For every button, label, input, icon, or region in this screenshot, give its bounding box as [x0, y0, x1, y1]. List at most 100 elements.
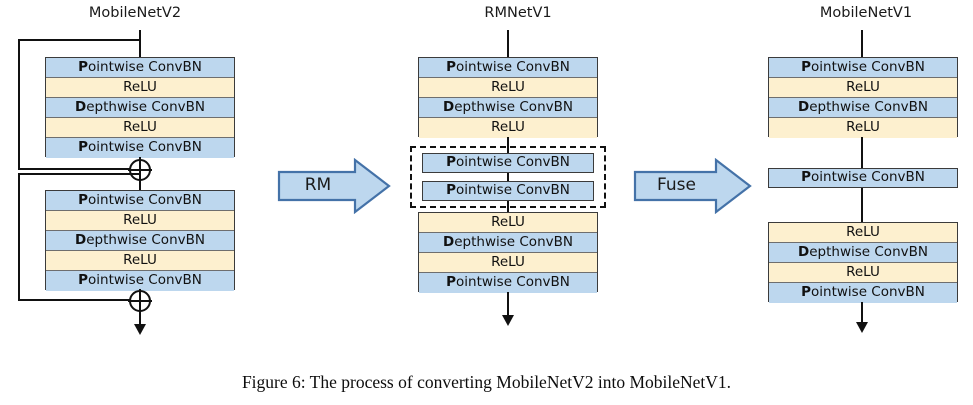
rm-line-hl-to-bottom — [507, 201, 510, 213]
layer-row: ReLU — [46, 118, 234, 138]
layer-initial: D — [443, 234, 455, 250]
rm-line-top-to-hl — [507, 137, 510, 153]
layer-label: ReLU — [123, 252, 157, 268]
layer-row: ReLU — [46, 78, 234, 98]
layer-row: ReLU — [419, 78, 597, 98]
block-stack-v1-bottom: ReLU Depthwise ConvBN ReLU Pointwise Con… — [768, 222, 958, 303]
layer-initial: D — [75, 99, 87, 115]
residual-add-icon-1 — [128, 158, 152, 182]
layer-initial: D — [798, 99, 810, 115]
layer-initial: P — [801, 59, 812, 75]
layer-label: ReLU — [491, 254, 525, 270]
layer-initial: P — [78, 139, 89, 155]
column-title-mobilenetv2: MobileNetV2 — [88, 5, 182, 21]
layer-label: epthwise ConvBN — [809, 244, 928, 260]
layer-row: Pointwise ConvBN — [46, 58, 234, 78]
layer-label: ReLU — [123, 79, 157, 95]
v2-skip-connection-1 — [18, 39, 140, 170]
layer-initial: D — [443, 99, 455, 115]
figure-caption: Figure 6: The process of converting Mobi… — [241, 372, 732, 392]
rm-output-line — [507, 292, 510, 317]
layer-label: epthwise ConvBN — [86, 232, 205, 248]
layer-row: Depthwise ConvBN — [46, 98, 234, 118]
block-stack-v2-1: Pointwise ConvBN ReLU Depthwise ConvBN R… — [45, 57, 235, 158]
layer-label: ointwise ConvBN — [811, 284, 925, 300]
layer-initial: P — [446, 154, 457, 170]
layer-label: ointwise ConvBN — [811, 59, 925, 75]
v2-line-plus1-to-b2 — [139, 181, 142, 192]
layer-label: ReLU — [123, 119, 157, 135]
layer-label: ReLU — [846, 224, 880, 240]
layer-label: ReLU — [123, 212, 157, 228]
residual-add-icon-2 — [128, 289, 152, 313]
fused-layer-pointwise: Pointwise ConvBN — [768, 168, 958, 188]
layer-label: ReLU — [846, 79, 880, 95]
layer-row: ReLU — [769, 118, 957, 138]
layer-row: ReLU — [46, 211, 234, 231]
layer-label: ointwise ConvBN — [811, 169, 925, 185]
block-stack-v1-top: Pointwise ConvBN ReLU Depthwise ConvBN R… — [768, 57, 958, 138]
layer-initial: P — [801, 169, 812, 185]
layer-row: Pointwise ConvBN — [419, 58, 597, 78]
v2-input-line — [139, 30, 142, 58]
column-title-rmnetv1: RMNetV1 — [484, 5, 552, 21]
layer-row: Pointwise ConvBN — [46, 191, 234, 211]
layer-label: epthwise ConvBN — [86, 99, 205, 115]
layer-initial: P — [78, 59, 89, 75]
layer-row: ReLU — [769, 78, 957, 98]
layer-label: ReLU — [491, 119, 525, 135]
layer-initial: P — [78, 192, 89, 208]
transition-arrow-fuse: Fuse — [633, 158, 753, 214]
layer-initial: D — [75, 232, 87, 248]
layer-label: epthwise ConvBN — [454, 234, 573, 250]
layer-label: ointwise ConvBN — [456, 154, 570, 170]
layer-label: ReLU — [846, 264, 880, 280]
layer-label: ointwise ConvBN — [88, 59, 202, 75]
layer-row: ReLU — [769, 223, 957, 243]
layer-row: ReLU — [46, 251, 234, 271]
layer-row: Pointwise ConvBN — [46, 271, 234, 291]
layer-label: ointwise ConvBN — [88, 139, 202, 155]
layer-initial: D — [798, 244, 810, 260]
rm-output-arrowhead — [502, 315, 514, 326]
layer-label: ReLU — [491, 79, 525, 95]
layer-row: Pointwise ConvBN — [769, 58, 957, 78]
layer-label: ointwise ConvBN — [456, 182, 570, 198]
layer-label: ointwise ConvBN — [456, 274, 570, 290]
layer-row: ReLU — [419, 253, 597, 273]
layer-label: ointwise ConvBN — [88, 192, 202, 208]
rm-line-hl1-to-hl2 — [507, 173, 510, 181]
v2-skip-connection-2 — [18, 173, 140, 301]
v1-output-line — [861, 302, 864, 324]
layer-initial: P — [801, 284, 812, 300]
layer-label: epthwise ConvBN — [809, 99, 928, 115]
layer-initial: P — [446, 182, 457, 198]
highlight-layer-pointwise-1: Pointwise ConvBN — [422, 153, 594, 173]
v1-output-arrowhead — [856, 322, 868, 333]
v2-output-arrowhead — [134, 324, 146, 335]
highlight-layer-pointwise-2: Pointwise ConvBN — [422, 181, 594, 201]
v2-output-line — [139, 312, 142, 326]
block-stack-rm-bottom: ReLU Depthwise ConvBN ReLU Pointwise Con… — [418, 212, 598, 293]
column-title-mobilenetv1: MobileNetV1 — [819, 5, 913, 21]
layer-label: epthwise ConvBN — [454, 99, 573, 115]
layer-row: Depthwise ConvBN — [769, 98, 957, 118]
layer-row: Pointwise ConvBN — [769, 283, 957, 303]
rm-input-line — [507, 30, 510, 58]
transition-arrow-rm: RM — [277, 158, 392, 214]
layer-initial: P — [78, 272, 89, 288]
layer-row: ReLU — [419, 213, 597, 233]
layer-label: ointwise ConvBN — [456, 59, 570, 75]
layer-row: Depthwise ConvBN — [419, 98, 597, 118]
layer-label: ointwise ConvBN — [88, 272, 202, 288]
transition-label-rm: RM — [304, 175, 332, 195]
layer-row: ReLU — [769, 263, 957, 283]
v1-line-mid-to-bottom — [861, 188, 864, 222]
layer-row: Pointwise ConvBN — [419, 273, 597, 293]
layer-initial: P — [446, 59, 457, 75]
layer-initial: P — [446, 274, 457, 290]
layer-row: Depthwise ConvBN — [419, 233, 597, 253]
transition-label-fuse: Fuse — [657, 175, 696, 195]
layer-label: ReLU — [846, 119, 880, 135]
